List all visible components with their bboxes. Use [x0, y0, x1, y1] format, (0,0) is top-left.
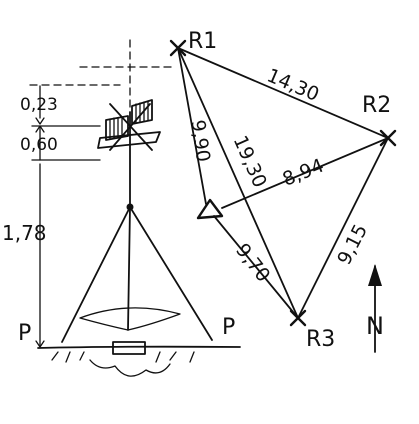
sensor-plate [97, 131, 161, 149]
north-arrow [368, 264, 382, 353]
station-label-r3: R3 [306, 327, 335, 352]
vane-hatching-right [135, 100, 149, 123]
ground-label-left: P [18, 321, 31, 346]
sensor-vane-right [131, 99, 153, 125]
distance-r1-target: 9,90 [186, 118, 214, 163]
edge-r1-r3 [177, 47, 299, 319]
edge-r3-target [213, 215, 299, 319]
base-box [112, 341, 146, 355]
edge-r2-r3 [297, 137, 389, 319]
tripod-drawing [29, 39, 241, 377]
station-label-r1: R1 [188, 29, 217, 54]
distance-r2-r3: 9,15 [333, 221, 372, 269]
target-triangle-marker [196, 198, 224, 220]
tripod-leg-center [127, 206, 131, 331]
edge-r1-r2 [177, 47, 389, 139]
triangulation-network [169, 39, 397, 327]
station-marker-r2 [379, 129, 397, 147]
station-marker-r1 [169, 39, 187, 57]
ground-stones [89, 359, 171, 377]
dimension-lines [31, 85, 101, 348]
north-arrow-head-icon [368, 264, 382, 286]
ground-label-right: P [222, 315, 235, 340]
tripod-brace [79, 307, 181, 331]
sensor-cross [97, 99, 161, 151]
ground-hatching [51, 351, 195, 363]
tripod-leg-left [61, 206, 131, 343]
tripod-leg-right [129, 206, 213, 341]
distance-r2-target: 8,94 [280, 155, 327, 191]
height-total-label: 1,78 [2, 221, 47, 245]
ground-line [37, 345, 241, 349]
distance-r1-r2: 14,30 [264, 64, 323, 106]
station-label-r2: R2 [362, 93, 391, 118]
height-upper-label: 0,23 [20, 95, 58, 115]
vane-hatching-left [109, 116, 123, 140]
edge-r2-target [221, 137, 389, 209]
north-label: N [366, 312, 384, 340]
station-marker-r3 [289, 309, 307, 327]
distance-r1-r3: 19,30 [229, 132, 271, 191]
dim-arrow-1 [35, 117, 45, 125]
sensor-arm-b [109, 103, 151, 151]
distance-r3-target: 9,70 [231, 239, 274, 286]
height-lower-label: 0,60 [20, 135, 58, 155]
edge-r1-target [177, 47, 207, 205]
dim-arrow-bottom [35, 340, 45, 348]
